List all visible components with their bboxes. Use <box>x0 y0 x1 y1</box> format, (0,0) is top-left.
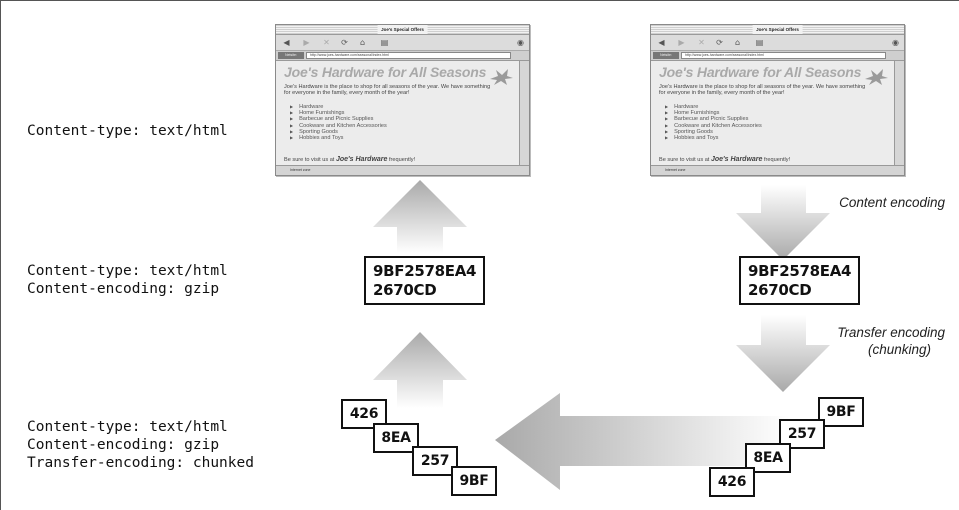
chunk-right-1: 9BF <box>818 397 864 427</box>
browser-titlebar: Joe's Special Offers <box>276 25 529 35</box>
leaf-logo-icon <box>865 69 888 85</box>
browser-scrollbar[interactable] <box>519 61 529 166</box>
home-icon[interactable]: ⌂ <box>359 38 366 47</box>
page-footer: Be sure to visit us at Joe's Hardware fr… <box>284 156 415 163</box>
browser-url-bar: Netsite: http://www.joes-hardware.com/se… <box>276 51 529 61</box>
transfer-encoding-line-2: (chunking) <box>867 342 931 357</box>
list-item[interactable]: Hobbies and Toys <box>290 135 387 141</box>
browser-page-content: Joe's Hardware for All Seasons Joe's Har… <box>276 61 520 166</box>
browser-url-bar: Netsite: http://www.joes-hardware.com/se… <box>651 51 904 61</box>
list-item[interactable]: Barbecue and Picnic Supplies <box>665 116 762 122</box>
list-item[interactable]: Hardware <box>290 104 387 110</box>
down-arrow-lower <box>736 315 830 392</box>
category-list: Hardware Home Furnishings Barbecue and P… <box>290 104 387 141</box>
encoded-line-2: 2670CD <box>373 281 437 299</box>
browser-status-bar: Internet zone <box>651 165 904 175</box>
url-label: Netsite: <box>278 52 304 59</box>
back-icon[interactable]: ◀ <box>283 38 290 47</box>
label-row-3: Content-type: text/html Content-encoding… <box>27 419 254 471</box>
page-intro: Joe's Hardware is the place to shop for … <box>284 84 491 97</box>
browser-scrollbar[interactable] <box>894 61 904 166</box>
frame-top-line <box>0 0 959 1</box>
encoded-data-box-right: 9BF2578EA4 2670CD <box>739 256 861 305</box>
list-item[interactable]: Sporting Goods <box>665 129 762 135</box>
frame-left-line <box>0 0 1 510</box>
list-item[interactable]: Hardware <box>665 104 762 110</box>
chunk-left-4: 9BF <box>451 466 497 496</box>
encoded-line-2: 2670CD <box>748 281 812 299</box>
browser-logo-icon: ◉ <box>517 38 524 47</box>
footer-prefix: Be sure to visit us at <box>659 157 710 163</box>
list-item[interactable]: Barbecue and Picnic Supplies <box>290 116 387 122</box>
browser-page-content: Joe's Hardware for All Seasons Joe's Har… <box>651 61 895 166</box>
back-icon[interactable]: ◀ <box>658 38 665 47</box>
encoded-data-box-left: 9BF2578EA4 2670CD <box>364 256 486 305</box>
up-arrow-upper <box>373 180 467 253</box>
list-item[interactable]: Home Furnishings <box>665 110 762 116</box>
transfer-encoding-label: Transfer encoding (chunking) <box>837 324 945 358</box>
list-item[interactable]: Home Furnishings <box>290 110 387 116</box>
reload-icon[interactable]: ⟳ <box>341 38 348 47</box>
list-item[interactable]: Sporting Goods <box>290 129 387 135</box>
browser-toolbar: ◀ ▶ ✕ ⟳ ⌂ ▤ ◉ <box>651 35 904 51</box>
browser-titlebar: Joe's Special Offers <box>651 25 904 35</box>
stop-icon[interactable]: ✕ <box>698 38 705 47</box>
chunk-left-3: 257 <box>412 446 458 476</box>
page-heading: Joe's Hardware for All Seasons <box>659 64 862 80</box>
home-icon[interactable]: ⌂ <box>734 38 741 47</box>
browser-window-left: Joe's Special Offers ◀ ▶ ✕ ⟳ ⌂ ▤ ◉ Netsi… <box>275 24 530 176</box>
left-arrow <box>495 393 790 490</box>
url-field[interactable]: http://www.joes-hardware.com/seasonal/in… <box>681 52 886 59</box>
down-arrow-upper <box>736 185 830 260</box>
url-field[interactable]: http://www.joes-hardware.com/seasonal/in… <box>306 52 511 59</box>
label-row-2: Content-type: text/html Content-encoding… <box>27 263 228 297</box>
browser-window-title: Joe's Special Offers <box>752 25 803 34</box>
footer-brand[interactable]: Joe's Hardware <box>710 156 763 163</box>
transfer-encoding-line-1: Transfer encoding <box>837 325 945 340</box>
encoded-line-1: 9BF2578EA4 <box>748 262 852 280</box>
content-encoding-label: Content encoding <box>839 195 945 210</box>
category-list: Hardware Home Furnishings Barbecue and P… <box>665 104 762 141</box>
list-item[interactable]: Hobbies and Toys <box>665 135 762 141</box>
leaf-logo-icon <box>490 69 513 85</box>
list-item[interactable]: Cookware and Kitchen Accessories <box>665 123 762 129</box>
forward-icon[interactable]: ▶ <box>303 38 310 47</box>
encoded-line-1: 9BF2578EA4 <box>373 262 477 280</box>
chunk-left-2: 8EA <box>373 423 419 453</box>
up-arrow-lower <box>373 332 467 408</box>
browser-window-title: Joe's Special Offers <box>377 25 428 34</box>
page-footer: Be sure to visit us at Joe's Hardware fr… <box>659 156 790 163</box>
forward-icon[interactable]: ▶ <box>678 38 685 47</box>
footer-prefix: Be sure to visit us at <box>284 157 335 163</box>
footer-brand[interactable]: Joe's Hardware <box>335 156 388 163</box>
page-heading: Joe's Hardware for All Seasons <box>284 64 487 80</box>
chunk-right-4: 426 <box>709 467 755 497</box>
browser-window-right: Joe's Special Offers ◀ ▶ ✕ ⟳ ⌂ ▤ ◉ Netsi… <box>650 24 905 176</box>
browser-status-bar: Internet zone <box>276 165 529 175</box>
print-icon[interactable]: ▤ <box>755 38 764 47</box>
list-item[interactable]: Cookware and Kitchen Accessories <box>290 123 387 129</box>
browser-toolbar: ◀ ▶ ✕ ⟳ ⌂ ▤ ◉ <box>276 35 529 51</box>
footer-suffix: frequently! <box>763 157 791 163</box>
page-intro: Joe's Hardware is the place to shop for … <box>659 84 866 97</box>
browser-logo-icon: ◉ <box>892 38 899 47</box>
url-label: Netsite: <box>653 52 679 59</box>
footer-suffix: frequently! <box>388 157 416 163</box>
chunk-right-2: 257 <box>779 419 825 449</box>
stop-icon[interactable]: ✕ <box>323 38 330 47</box>
print-icon[interactable]: ▤ <box>380 38 389 47</box>
label-row-1: Content-type: text/html <box>27 123 228 139</box>
reload-icon[interactable]: ⟳ <box>716 38 723 47</box>
